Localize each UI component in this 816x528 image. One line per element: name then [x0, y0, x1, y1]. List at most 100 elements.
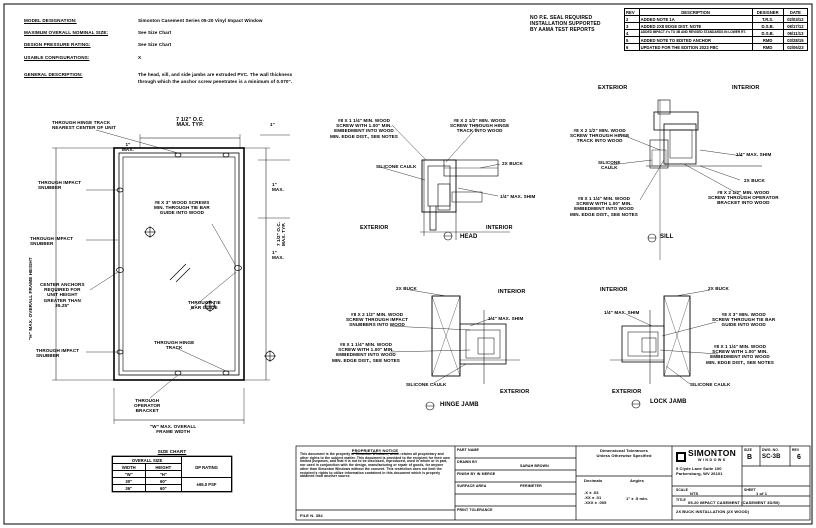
dp-rating-header: DP RATING — [181, 456, 232, 478]
one-inch-right-bot: 1" MAX. — [272, 250, 284, 261]
rev-description: ADDED NOTE 1A — [638, 15, 753, 23]
rev-designer: T.R.S. — [751, 15, 784, 23]
head-title: HEAD — [460, 234, 478, 240]
surface-label: SURFACE AREA — [457, 484, 487, 488]
one-inch-right-top: 1" MAX. — [272, 182, 284, 193]
logo-subtext: WINDOWS — [698, 458, 727, 462]
rev-date: 08/17/12 — [782, 22, 809, 30]
desc-header: DESCRIPTION — [638, 8, 753, 16]
sill-screw-hinge-label: #8 X 2 1/2" MIN. WOOD SCREW THROUGH HING… — [570, 128, 630, 144]
revision-table: REV DESCRIPTION DESIGNER DATE 2 ADDED NO… — [624, 8, 809, 51]
file-number: FILE N. 354 — [300, 513, 323, 518]
hinge-screw-snubber-label: #8 X 2 1/2" MIN. WOOD SCREW THROUGH IMPA… — [346, 312, 409, 328]
hinge-screw-emb-label: #8 X 1 1/4" MIN. WOOD SCREW WITH 1.00" M… — [332, 342, 400, 363]
revision-row: 6 UPDATED FOR THE EDITION 2023 FBC RMD 0… — [624, 43, 809, 51]
title-block-grid — [295, 445, 811, 521]
sill-screw-emb-label: #8 X 1 1/4" MIN. WOOD SCREW WITH 1.00" M… — [570, 196, 638, 217]
impact-snubber-label-3: THROUGH IMPACT SNUBBER — [36, 348, 80, 359]
max-oc-top-label: 7 1/2" O.C. MAX. TYP. — [176, 117, 205, 129]
scale-value: NTS — [690, 491, 699, 496]
revision-header-row: REV DESCRIPTION DESIGNER DATE — [624, 8, 809, 16]
title-label: TITLE — [676, 498, 686, 502]
rev-number: 4 — [624, 29, 640, 37]
drawn-by-value: SARAH BROWN — [520, 464, 549, 468]
pe-note-line-2: INSTALLATION SUPPORTED — [530, 21, 601, 27]
hinge-buck-label: 2X BUCK — [396, 286, 417, 291]
max-size-label: MAXIMUM OVERALL NOMINAL SIZE: — [24, 30, 109, 35]
head-buck-label: 2X BUCK — [502, 161, 523, 166]
rev-header: REV — [624, 8, 640, 16]
designer-header: DESIGNER — [751, 8, 784, 16]
rev-date: 03/28/15 — [782, 36, 809, 44]
hinge-track-label: THROUGH HINGE TRACK NEAREST CENTER OF UN… — [52, 120, 116, 131]
lock-jamb-drawing — [610, 289, 719, 409]
sill-exterior-label: EXTERIOR — [598, 85, 628, 91]
pressure-label: DESIGN PRESSURE RATING: — [24, 42, 91, 47]
lock-silicone-label: SILICONE CAULK — [690, 382, 731, 387]
head-wood-screw-label: #8 X 1 1/4" MIN. WOOD SCREW WITH 1.00" M… — [330, 118, 398, 139]
dp-value: ±65.0 PSF — [181, 477, 232, 492]
date-header: DATE — [782, 8, 809, 16]
dwg-value: SC-3B — [762, 454, 781, 460]
width-unit: "W" — [112, 470, 146, 478]
head-screw-through-label: #8 X 2 1/2" MIN. WOOD SCREW THROUGH HING… — [450, 118, 510, 134]
angles-label: Angles — [630, 478, 644, 483]
model-label: MODEL DESIGNATION: — [24, 18, 77, 23]
hinge-exterior-label: EXTERIOR — [500, 389, 530, 395]
size-width: 36" — [112, 484, 146, 492]
head-exterior-label: EXTERIOR — [360, 225, 389, 231]
print-tolerance-label: PRINT TOLERANCE — [457, 508, 493, 512]
sill-title: SILL — [660, 234, 674, 240]
overall-size-header: OVERALL SIZE — [111, 456, 183, 464]
pe-note-line-3: BY AAMA TEST REPORTS — [530, 27, 595, 33]
head-silicone-label: SILICONE CAULK — [376, 164, 417, 169]
config-label: USABLE CONFIGURATIONS: — [24, 55, 90, 60]
max-oc-right-label: 7 1/2" O.C. MAX. TYP. — [276, 221, 287, 246]
rev-date: 02/06/23 — [782, 43, 809, 51]
angle-value: 1° ± .5 min. — [626, 496, 649, 501]
revision-row: 3 ADDED 2X8 EDGE DIST. NOTE D.S.B. 08/17… — [624, 22, 809, 30]
rev-number: 6 — [624, 43, 640, 51]
model-value: Simonton Casement Series 05-20 Vinyl Imp… — [138, 18, 263, 23]
rev-description: ADDED IMPACT #'s TO 3B AND REVISED STAND… — [638, 29, 753, 37]
hinge-shim-label: 1/4" MAX. SHIM — [488, 316, 524, 321]
size-chart-table: OVERALL SIZE DP RATING WIDTH HEIGHT "W" … — [111, 456, 232, 492]
height-unit: "H" — [144, 470, 183, 478]
tolerance-values: .X ± .03 .XX ± .01 .XXX ± .005 — [584, 490, 607, 506]
max-size-value: See Size Chart — [138, 30, 172, 35]
company-address: 5 Clyde Lane Suite 100 Parkersburg, WV 2… — [676, 466, 723, 477]
desc-line-1: The head, sill, and side jambs are extru… — [138, 72, 293, 77]
hinge-interior-label: INTERIOR — [498, 289, 526, 295]
rev-number: 3 — [624, 22, 640, 30]
center-anchors-label: CENTER ANCHORS REQUIRED FOR UNIT HEIGHT … — [40, 282, 85, 308]
hinge-jamb-drawing — [389, 289, 520, 411]
elevation-view — [52, 129, 290, 424]
rev-date: 06/11/13 — [782, 29, 809, 37]
hinge-silicone-label: SILICONE CAULK — [406, 382, 447, 387]
one-inch-top-right: 1" — [270, 122, 275, 127]
head-section-drawing — [379, 123, 510, 241]
pressure-value: See Size Chart — [138, 42, 172, 47]
lock-interior-label: INTERIOR — [600, 287, 628, 293]
sill-shim-label: 1/4" MAX. SHIM — [736, 152, 772, 157]
sill-interior-label: INTERIOR — [732, 85, 760, 91]
size-value: B — [747, 454, 753, 461]
size-chart-row: 30" 60" ±65.0 PSF — [112, 477, 232, 492]
size-width: 30" — [112, 477, 146, 485]
head-interior-label: INTERIOR — [486, 225, 513, 231]
sheet-value: 1 of 1 — [756, 491, 768, 496]
drawn-by-label: DRAWN BY — [457, 460, 478, 464]
tolerance-header: Dimensional Tolerances Unless Otherwise … — [596, 448, 652, 459]
sill-section-drawing — [609, 99, 762, 260]
lock-jamb-title: LOCK JAMB — [650, 399, 687, 405]
rev-number: 5 — [624, 36, 640, 44]
size-chart-row: 36" 60" — [112, 484, 232, 492]
rev-description: ADDED NOTE TO EDITED ANCHOR — [638, 36, 753, 44]
rev-designer: D.S.B. — [751, 29, 784, 37]
sill-buck-label: 2X BUCK — [744, 178, 765, 183]
hinge-jamb-title: HINGE JAMB — [440, 402, 479, 408]
size-chart-title: SIZE CHART — [157, 449, 187, 454]
surface-value: PERIMETER — [520, 484, 542, 488]
desc-label: GENERAL DESCRIPTION: — [24, 72, 83, 77]
